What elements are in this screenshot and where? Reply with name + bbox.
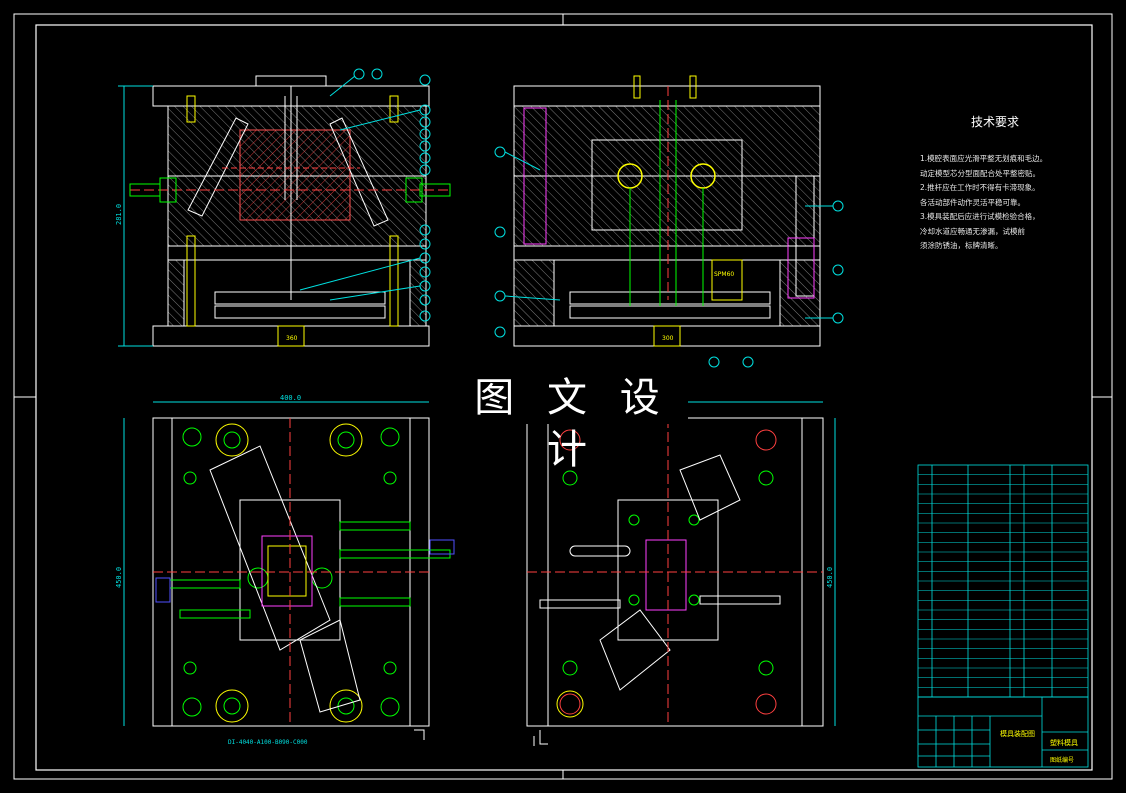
moving-half-plan-view: 400.0 450.0 DI-4040-A100-B090-C000: [115, 394, 455, 746]
requirement-line: 冷却水道应畅通无渗漏，试模前: [920, 226, 1025, 236]
front-height-dimension: 281.0: [115, 204, 123, 225]
front-center-label: 360: [286, 335, 298, 342]
requirement-line: 动定模型芯分型面配合处平整密贴。: [920, 168, 1040, 178]
plan-left-height-dimension: 450.0: [115, 567, 123, 588]
watermark-text: 图 文 设 计: [456, 372, 688, 473]
side-center-label: 300: [662, 335, 674, 342]
requirement-line: 须涂防锈油，标牌清晰。: [920, 241, 1003, 250]
technical-requirements-title: 技术要求: [970, 115, 1019, 129]
title-block-name: 模具装配图: [1000, 729, 1035, 738]
title-block-drawing-no: 塑料模具: [1050, 738, 1078, 747]
parts-table-rows: [918, 474, 1088, 688]
plan-width-dimension: 400.0: [280, 394, 301, 402]
front-section-view: 360 281.0: [115, 68, 451, 347]
plan-right-height-dimension: 450.0: [826, 567, 834, 588]
side-block-label: SPM60: [714, 271, 734, 278]
requirement-line: 2.推杆应在工作时不得有卡滞现象。: [920, 183, 1040, 192]
side-section-view: SPM60 300: [494, 75, 844, 368]
requirement-line: 3.模具装配后应进行试模检验合格，: [920, 212, 1040, 221]
technical-requirements: 技术要求 1.模腔表面应光滑平整无划痕和毛边。 动定模型芯分型面配合处平整密贴。…: [920, 113, 1070, 254]
plan-caption: DI-4040-A100-B090-C000: [228, 739, 308, 746]
fixed-half-plan-view: 450.0: [526, 401, 836, 746]
requirement-line: 1.模腔表面应光滑平整无划痕和毛边。: [920, 154, 1048, 163]
requirement-line: 各活动部件动作灵活平稳可靠。: [920, 197, 1025, 207]
frame-ticks: [14, 14, 1112, 779]
title-block: [917, 696, 1089, 768]
title-block-company: 图纸编号: [1050, 756, 1074, 764]
